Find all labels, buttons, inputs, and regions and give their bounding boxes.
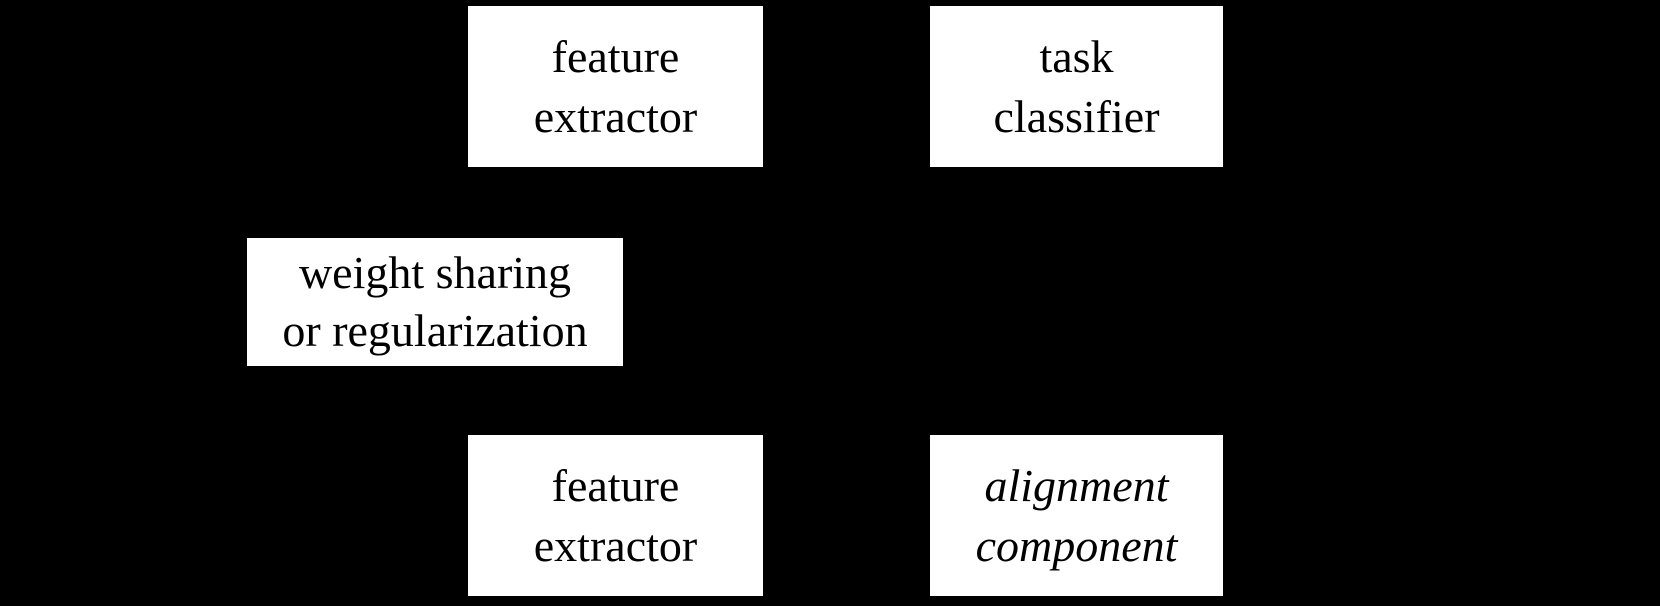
feature-extractor-target-label-line1: feature: [551, 459, 680, 511]
feature-extractor-target-label-line2: extractor: [533, 519, 698, 571]
task-classifier-label-line1: task: [1039, 30, 1114, 82]
task-classifier-label-line2: classifier: [993, 90, 1160, 142]
feature-extractor-source-box: feature extractor: [468, 6, 763, 167]
weight-sharing-label-line2: or regularization: [282, 305, 588, 356]
weight-sharing-label-line1: weight sharing: [298, 247, 572, 298]
alignment-component-label-line1: alignment: [984, 459, 1169, 511]
feature-extractor-source-label-line2: extractor: [533, 90, 698, 142]
feature-extractor-target-box: feature extractor: [468, 435, 763, 596]
alignment-component-box: alignment component: [930, 435, 1223, 596]
weight-sharing-box: weight sharing or regularization: [247, 238, 623, 366]
feature-extractor-source-label-line1: feature: [551, 30, 680, 82]
alignment-component-label-line2: component: [975, 519, 1178, 571]
task-classifier-box: task classifier: [930, 6, 1223, 167]
